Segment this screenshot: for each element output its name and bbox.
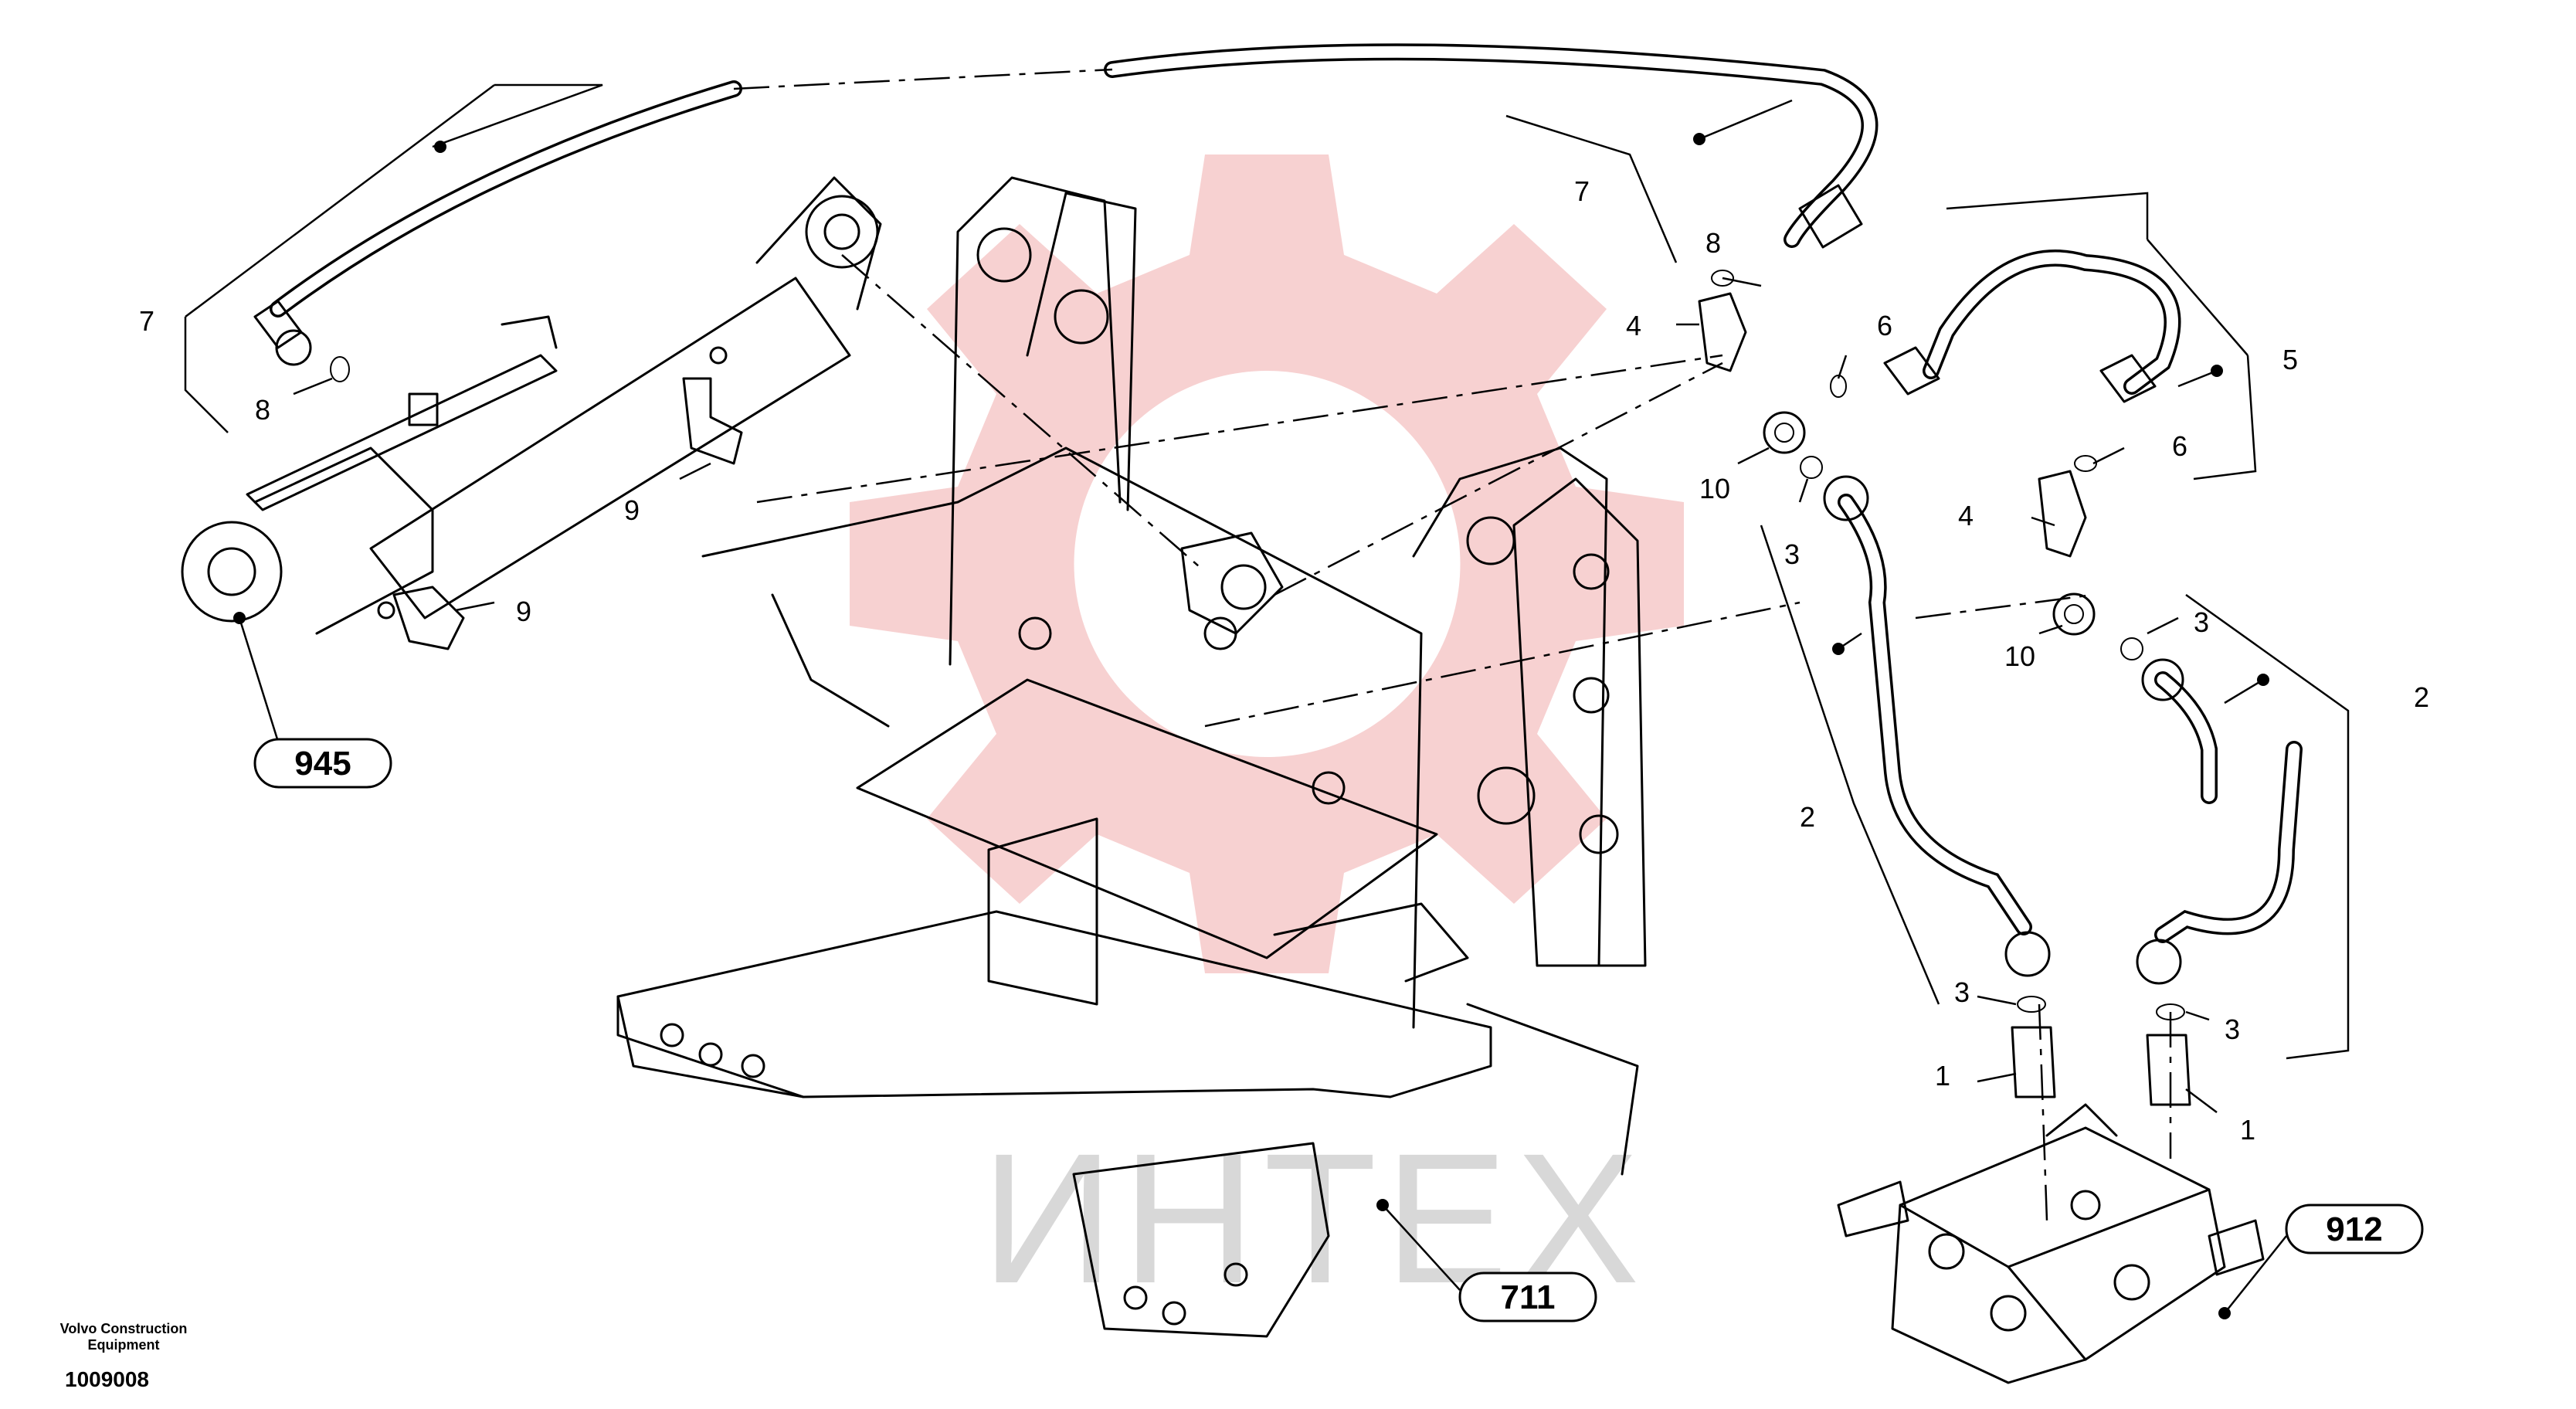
hose-2-right	[2154, 671, 2303, 943]
callout-1: 1	[1935, 1060, 1950, 1092]
brand-block: Volvo Construction Equipment	[46, 1321, 201, 1353]
fittings	[253, 184, 2191, 1106]
cylinder-945	[181, 176, 882, 635]
callout-3: 3	[1784, 538, 1800, 570]
callout-3: 3	[2194, 606, 2209, 638]
callout-4: 4	[1626, 310, 1641, 341]
connection-lines	[733, 68, 2172, 1221]
callout-10: 10	[1699, 473, 1730, 504]
callout-5: 5	[2282, 344, 2298, 375]
valve-block-912	[1837, 1103, 2265, 1384]
hose-5	[1923, 250, 2181, 395]
ref-912-label: 912	[2326, 1210, 2382, 1248]
ref-945: 945	[253, 738, 392, 789]
callout-3: 3	[1954, 976, 1970, 1008]
callout-2: 2	[2414, 681, 2429, 713]
callout-4: 4	[1958, 500, 1974, 531]
doc-number: 1009008	[65, 1367, 150, 1391]
callout-8: 8	[255, 394, 270, 426]
callout-7: 7	[1574, 175, 1590, 207]
callout-6: 6	[1877, 310, 1892, 341]
callout-7: 7	[139, 305, 154, 337]
brand-line-1: Volvo Construction	[59, 1321, 188, 1336]
callout-8: 8	[1705, 227, 1721, 259]
ref-912: 912	[2285, 1204, 2424, 1255]
callout-2: 2	[1800, 801, 1815, 833]
leaders	[184, 83, 2350, 1319]
ref-711: 711	[1458, 1271, 1597, 1322]
callout-3: 3	[2225, 1013, 2240, 1045]
callout-9: 9	[624, 494, 640, 526]
callout-1: 1	[2240, 1114, 2255, 1146]
callout-6: 6	[2172, 430, 2187, 462]
ref-711-label: 711	[1501, 1278, 1556, 1316]
brand-line-2: Equipment	[87, 1337, 160, 1353]
callout-9: 9	[516, 596, 531, 627]
callout-10: 10	[2004, 640, 2035, 672]
ref-945-label: 945	[294, 745, 351, 783]
watermark-gear-icon	[850, 154, 1684, 973]
callouts: 7 8 9 9 7 8 4 6 10 3 5 6 4 10 3 2 2 3 3 …	[139, 175, 2429, 1146]
hose-7-left	[270, 80, 742, 317]
hose-7-right	[1104, 43, 1879, 248]
gear-outline	[850, 154, 1684, 973]
watermark: ИНТЕХ	[850, 154, 1684, 1322]
hose-2-left	[1838, 494, 2032, 935]
